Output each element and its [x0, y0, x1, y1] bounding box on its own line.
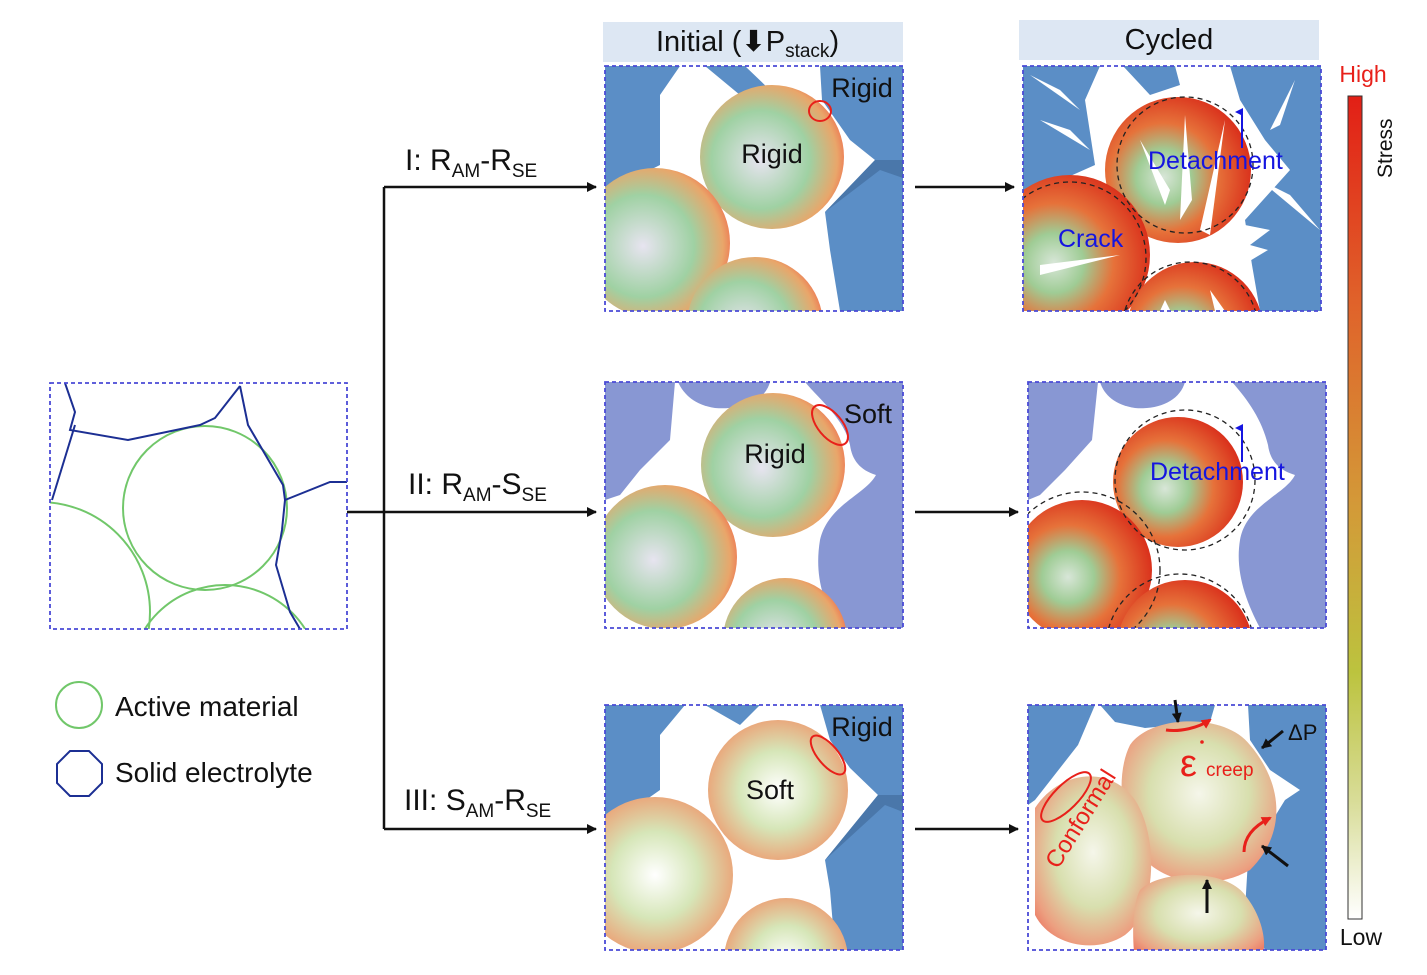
delta-p-label: ΔP	[1288, 720, 1317, 745]
detachment-label: Detachment	[1150, 458, 1285, 486]
route-label-3: III: SAM-RSE	[404, 784, 551, 822]
schematic-panel	[49, 382, 348, 630]
particle-label: Rigid	[744, 439, 806, 469]
svg-text:I: RAM-RSE: I: RAM-RSE	[405, 144, 537, 182]
colorbar-high-label: High	[1339, 61, 1386, 87]
stress-colorbar: High Low Stress	[1339, 61, 1397, 950]
crack-label: Crack	[1058, 225, 1124, 253]
panel-cycled-soft-rigid: ΔP ε creep Conformal	[1027, 699, 1327, 951]
panel-initial-soft-rigid: Soft Rigid	[604, 704, 904, 951]
particle-label: Soft	[746, 775, 795, 805]
legend: Active material Solid electrolyte	[55, 681, 313, 797]
header-initial: Initial (⬇Pstack)	[603, 22, 903, 62]
electrolyte-label: Rigid	[831, 73, 893, 103]
creep-strain-label: ε creep	[1180, 740, 1254, 785]
pressure-arrow-icon	[1261, 844, 1289, 868]
pressure-arrow-icon	[1171, 699, 1182, 723]
colorbar-title: Stress	[1374, 118, 1397, 178]
svg-text:Initial (⬇Pstack): Initial (⬇Pstack)	[656, 26, 839, 62]
pressure-arrow-icon	[1261, 729, 1284, 750]
panel-cycled-rigid-soft: Detachment	[1027, 381, 1327, 629]
electrolyte-label: Rigid	[831, 712, 893, 742]
detachment-label: Detachment	[1148, 147, 1283, 175]
svg-text:ε: ε	[1180, 743, 1197, 785]
legend-solid-electrolyte: Solid electrolyte	[115, 757, 313, 788]
electrolyte-label: Soft	[844, 399, 893, 429]
solid-electrolyte-legend-icon	[56, 750, 103, 797]
panel-cycled-rigid-rigid: Detachment Crack	[1022, 65, 1322, 312]
creep-arrow-icon	[1165, 718, 1212, 732]
header-cycled: Cycled	[1019, 20, 1319, 60]
legend-active-material: Active material	[115, 691, 299, 722]
creep-arrow-icon	[1242, 816, 1272, 853]
connector-lines	[347, 182, 1019, 834]
panel-initial-rigid-soft: Rigid Soft	[604, 381, 904, 629]
panel-initial-rigid-rigid: Rigid Rigid	[604, 65, 904, 312]
colorbar-low-label: Low	[1340, 924, 1383, 950]
active-material-legend-icon	[55, 681, 103, 729]
svg-text:II: RAM-SSE: II: RAM-SSE	[408, 468, 547, 506]
route-label-1: I: RAM-RSE	[405, 144, 537, 182]
svg-text:III: SAM-RSE: III: SAM-RSE	[404, 784, 551, 822]
svg-text:creep: creep	[1206, 760, 1254, 781]
particle-label: Rigid	[741, 139, 803, 169]
down-arrow-icon: ⬇	[741, 26, 765, 58]
svg-text:Cycled: Cycled	[1125, 24, 1214, 56]
route-label-2: II: RAM-SSE	[408, 468, 547, 506]
